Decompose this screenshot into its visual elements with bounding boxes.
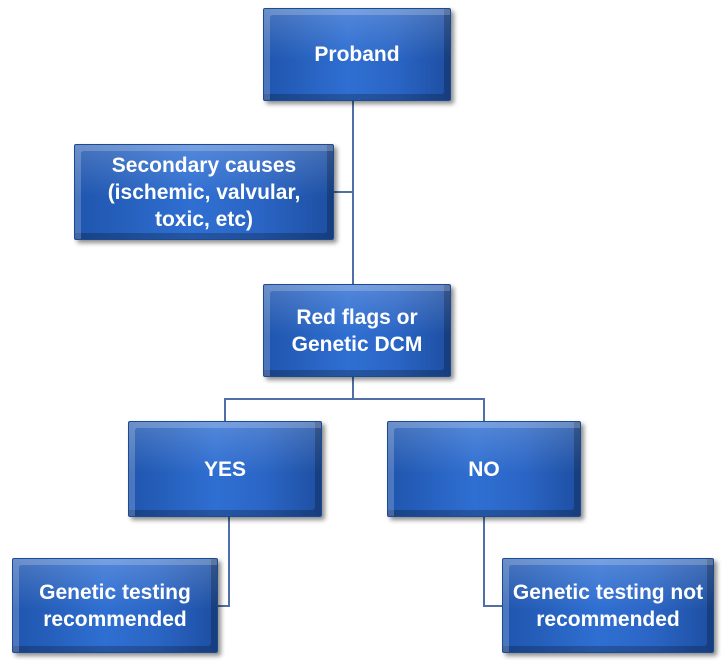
node-red-flags-label: Red flags or Genetic DCM — [291, 305, 423, 356]
node-testing-not-recommended-label: Genetic testing not recommended — [512, 580, 704, 631]
node-no: NO — [387, 421, 581, 517]
connector-no-testing — [483, 517, 502, 607]
node-yes-label: YES — [203, 457, 247, 481]
node-testing-recommended: Genetic testing recommended — [12, 558, 218, 653]
node-proband-label: Proband — [314, 43, 400, 66]
node-red-flags: Red flags or Genetic DCM — [263, 284, 451, 377]
node-secondary-causes: Secondary causes (ischemic, valvular, to… — [74, 144, 334, 240]
node-secondary-causes-label: Secondary causes (ischemic, valvular, to… — [107, 153, 301, 231]
node-proband: Proband — [263, 8, 451, 101]
node-testing-recommended-label: Genetic testing recommended — [39, 580, 191, 631]
connector-yes-testing — [218, 517, 230, 607]
node-yes: YES — [128, 421, 322, 517]
node-no-label: NO — [468, 457, 500, 481]
node-testing-not-recommended: Genetic testing not recommended — [502, 558, 714, 653]
connector-branch-yes — [224, 398, 485, 421]
